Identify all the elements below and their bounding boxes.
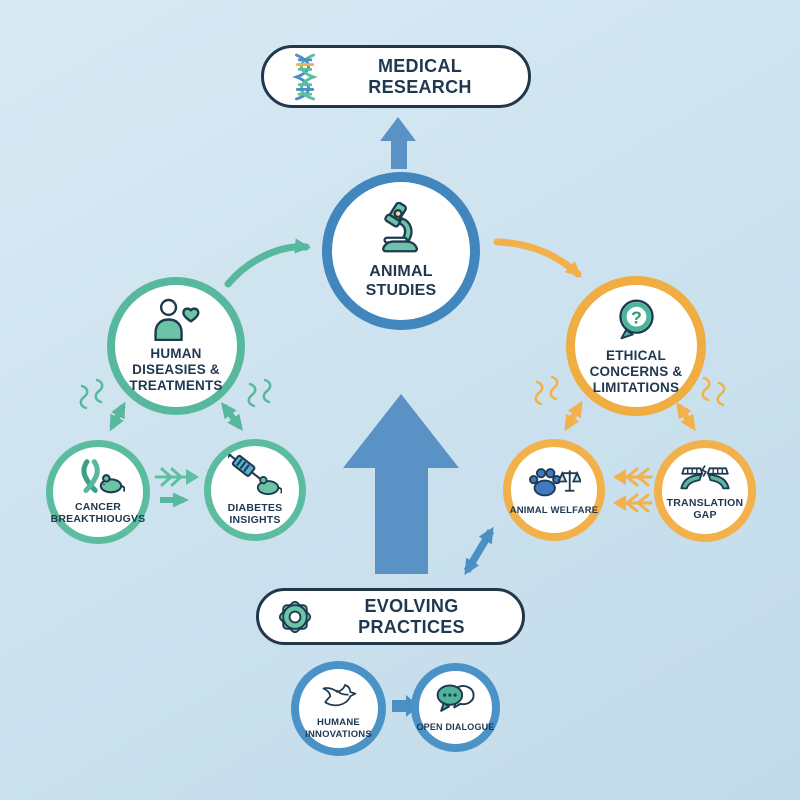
node-label-line: ANIMAL [369, 262, 433, 280]
node-label-line: STUDIES [365, 281, 437, 299]
dna-icon [284, 52, 326, 102]
node-open-dialogue: OPEN DIALOGUE [411, 663, 500, 752]
arrow-animal-to-medical [380, 117, 416, 169]
broken-bridge-icon [679, 461, 731, 492]
paw-scales-icon [527, 463, 581, 500]
node-human-diseases: HUMAN DISEASIES & TREATMENTS [107, 277, 245, 415]
node-label-line: CONCERNS & [589, 364, 683, 380]
node-label-line: GAP [693, 509, 717, 521]
ribbon-mouse-icon [71, 458, 125, 496]
node-label-line: TRANSLATION [666, 496, 744, 509]
arrow-human-diabetes-bidirectional [220, 402, 244, 431]
node-label-line: INNOVATIONS [305, 728, 372, 740]
node-label-line: BREAKTHIOUGVS [50, 513, 146, 525]
node-translation-gap: TRANSLATION GAP [654, 440, 756, 542]
syringe-mouse-icon [228, 453, 282, 497]
node-label-line: ETHICAL [606, 348, 666, 364]
node-medical-research: MEDICAL RESEARCH [261, 45, 531, 108]
node-label-line: CANCER [74, 500, 122, 513]
node-label-line: HUMAN [150, 346, 202, 362]
arrow-evolving-bidirectional [463, 526, 495, 576]
node-diabetes-insights: DIABETES INSIGHTS [204, 439, 306, 541]
gear-icon [275, 597, 315, 637]
node-ethical-concerns: ? ETHICAL CONCERNS & LIMITATIONS [566, 276, 706, 416]
arrow-human-to-animal [224, 238, 311, 288]
node-label-evolving-practices: EVOLVING PRACTICES [358, 595, 465, 637]
node-label-medical-research: MEDICAL RESEARCH [368, 55, 472, 97]
node-label-line: DISEASIES & [132, 362, 220, 378]
arrow-translation-to-welfare-1 [613, 467, 653, 487]
arrow-human-cancer-bidirectional [109, 401, 126, 432]
node-cancer-breakthroughs: CANCER BREAKTHIOUGVS [46, 440, 150, 544]
arrow-translation-to-welfare-2 [613, 493, 653, 513]
node-label-line: TREATMENTS [129, 377, 223, 393]
squiggle-accents-yellow [534, 375, 726, 407]
arrow-cancer-to-diabetes-feathered [154, 467, 199, 487]
dove-icon [320, 677, 358, 712]
squiggle-accents-teal [79, 378, 272, 410]
question-bubble-icon: ? [613, 296, 660, 343]
speech-bubbles-icon [433, 682, 479, 717]
person-heart-icon [150, 298, 202, 342]
node-humane-innovations: HUMANE INNOVATIONS [291, 661, 386, 756]
node-label-line: HUMANE [317, 717, 360, 729]
node-label-line: ANIMAL WELFARE [509, 505, 599, 517]
node-label-line: INSIGHTS [229, 514, 281, 526]
arrow-animal-to-ethical [493, 238, 582, 278]
node-label-line: OPEN DIALOGUE [416, 722, 495, 733]
microscope-icon [373, 201, 429, 258]
svg-text:?: ? [631, 307, 642, 327]
arrow-ethical-welfare-bidirectional [564, 400, 583, 432]
node-label-line: DIABETES [227, 501, 283, 514]
arrow-ethical-translation-bidirectional [676, 401, 696, 432]
arrow-feedback-up [343, 394, 459, 574]
node-animal-studies: ANIMAL STUDIES [322, 172, 480, 330]
node-animal-welfare: ANIMAL WELFARE [503, 439, 605, 541]
node-evolving-practices: EVOLVING PRACTICES [256, 588, 525, 645]
node-label-line: LIMITATIONS [592, 379, 680, 395]
